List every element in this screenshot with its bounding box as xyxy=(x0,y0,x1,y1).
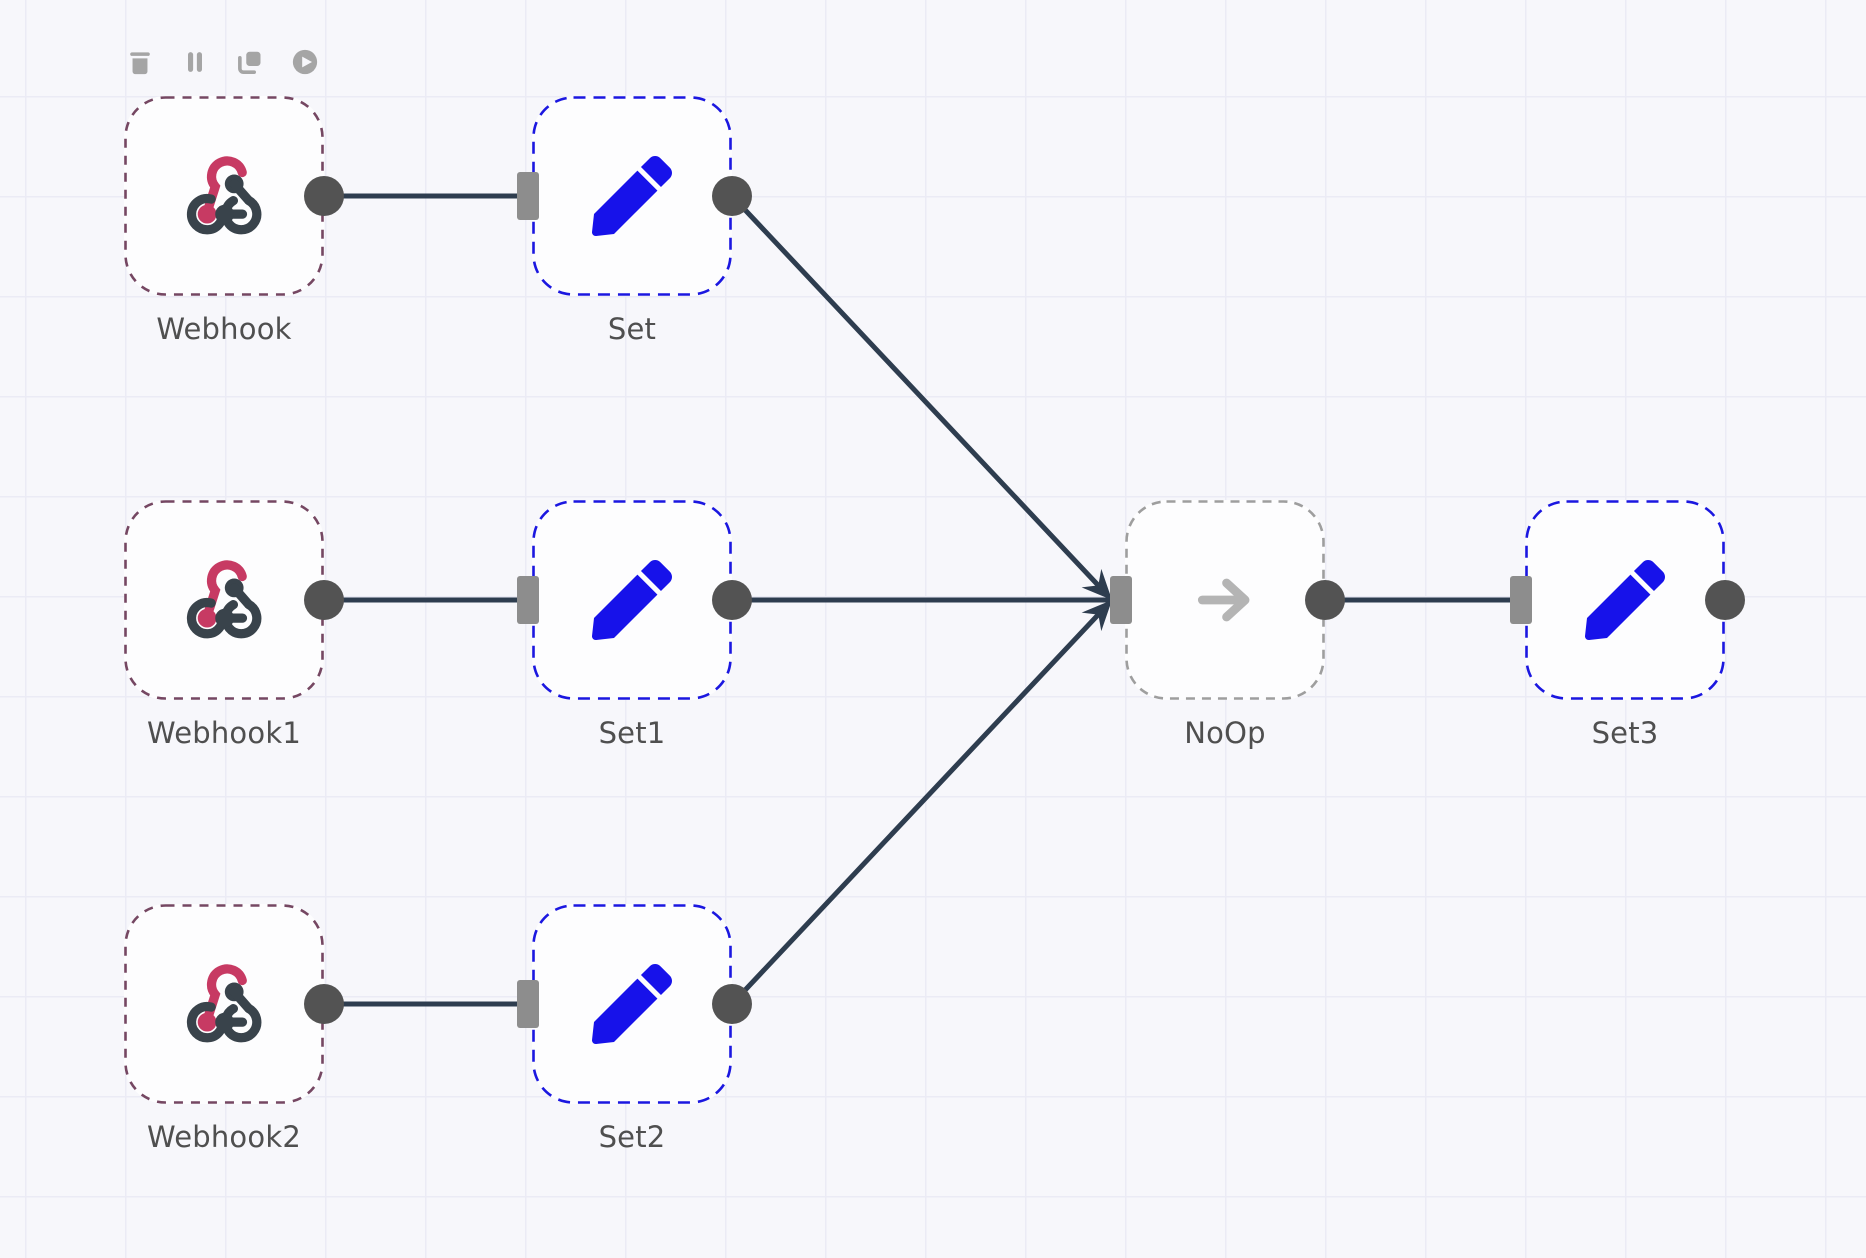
trash-icon xyxy=(126,48,154,76)
input-handle[interactable] xyxy=(517,576,539,624)
connection-set-to-noop[interactable] xyxy=(729,193,1115,603)
node-label-set3: Set3 xyxy=(1591,716,1659,750)
node-label-set: Set xyxy=(607,312,657,346)
input-handle[interactable] xyxy=(517,172,539,220)
node-label-webhook1: Webhook1 xyxy=(147,716,301,750)
output-handle[interactable] xyxy=(712,984,752,1024)
node-set[interactable] xyxy=(517,96,752,296)
output-handle[interactable] xyxy=(712,176,752,216)
output-handle[interactable] xyxy=(1705,580,1745,620)
input-handle[interactable] xyxy=(1110,576,1132,624)
execute-button[interactable] xyxy=(291,48,319,76)
pencil-icon xyxy=(532,500,732,700)
delete-button[interactable] xyxy=(126,48,154,76)
node-label-noop: NoOp xyxy=(1184,716,1266,750)
webhook-icon xyxy=(124,904,324,1104)
node-noop[interactable] xyxy=(1110,500,1345,700)
arrow-right-icon xyxy=(1125,500,1325,700)
webhook-icon xyxy=(124,500,324,700)
output-handle[interactable] xyxy=(712,580,752,620)
node-set3[interactable] xyxy=(1510,500,1745,700)
pencil-icon xyxy=(532,96,732,296)
node-label-webhook: Webhook xyxy=(156,312,292,346)
output-handle[interactable] xyxy=(1305,580,1345,620)
duplicate-button[interactable] xyxy=(236,48,264,76)
output-handle[interactable] xyxy=(304,984,344,1024)
input-handle[interactable] xyxy=(1510,576,1532,624)
input-handle[interactable] xyxy=(517,980,539,1028)
node-webhook2[interactable] xyxy=(124,904,344,1104)
node-label-set2: Set2 xyxy=(598,1120,666,1154)
node-label-set1: Set1 xyxy=(598,716,666,750)
connection-set2-to-noop[interactable] xyxy=(729,597,1115,1007)
node-webhook[interactable] xyxy=(124,96,344,296)
node-webhook1[interactable] xyxy=(124,500,344,700)
copy-icon xyxy=(236,48,264,76)
play-icon xyxy=(291,48,319,76)
output-handle[interactable] xyxy=(304,580,344,620)
pause-button[interactable] xyxy=(181,48,209,76)
pencil-icon xyxy=(532,904,732,1104)
node-label-webhook2: Webhook2 xyxy=(147,1120,301,1154)
webhook-icon xyxy=(124,96,324,296)
output-handle[interactable] xyxy=(304,176,344,216)
pause-icon xyxy=(181,48,209,76)
pencil-icon xyxy=(1525,500,1725,700)
node-set1[interactable] xyxy=(517,500,752,700)
node-actions-toolbar xyxy=(126,44,319,80)
node-set2[interactable] xyxy=(517,904,752,1104)
